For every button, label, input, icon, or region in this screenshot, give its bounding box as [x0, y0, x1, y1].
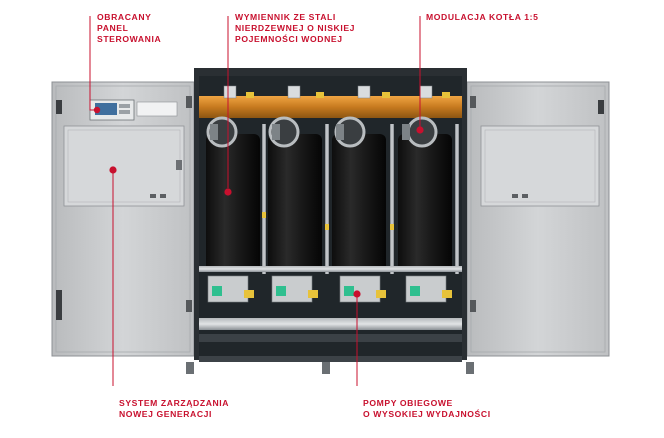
dot-panel: [93, 106, 101, 114]
callout-pumps-line-1: POMPY OBIEGOWE: [363, 398, 453, 408]
callout-exchanger: WYMIENNIK ZE STALI NIERDZEWNEJ O NISKIEJ…: [235, 12, 355, 45]
callout-pumps: POMPY OBIEGOWE O WYSOKIEJ WYDAJNOŚCI: [363, 398, 491, 420]
callout-leaders: [89, 16, 421, 386]
exchanger-2: [268, 116, 322, 272]
callout-panel-line-1: OBRACANY: [97, 12, 152, 22]
exchanger-4: [398, 116, 452, 272]
callout-exchanger-line-1: WYMIENNIK ZE STALI: [235, 12, 336, 22]
callout-panel-line-2: PANEL: [97, 23, 129, 33]
callout-panel-line-3: STEROWANIA: [97, 34, 162, 44]
heat-exchangers: [206, 116, 459, 274]
dot-system: [109, 166, 117, 174]
callout-modulation-line-1: MODULACJA KOTŁA 1:5: [426, 12, 539, 22]
control-panel: [89, 99, 178, 121]
exchanger-1: [206, 116, 260, 272]
callout-modulation: MODULACJA KOTŁA 1:5: [426, 12, 538, 23]
callout-system-line-1: SYSTEM ZARZĄDZANIA: [119, 398, 230, 408]
callout-pumps-line-2: O WYSOKIEJ WYDAJNOŚCI: [363, 409, 491, 419]
dot-pumps: [353, 290, 361, 298]
callout-exchanger-line-3: POJEMNOŚCI WODNEJ: [235, 34, 343, 44]
dot-exchanger: [224, 188, 232, 196]
right-door: [466, 81, 610, 357]
dot-modulation: [416, 126, 424, 134]
left-door: [51, 81, 195, 357]
callout-system-line-2: NOWEJ GENERACJI: [119, 409, 213, 419]
callout-dots: [93, 106, 424, 298]
callout-system: SYSTEM ZARZĄDZANIA NOWEJ GENERACJI: [119, 398, 229, 420]
exchanger-3: [332, 116, 386, 272]
callout-panel: OBRACANY PANEL STEROWANIA: [97, 12, 161, 45]
callout-exchanger-line-2: NIERDZEWNEJ O NISKIEJ: [235, 23, 356, 33]
pump-section: [199, 266, 462, 342]
